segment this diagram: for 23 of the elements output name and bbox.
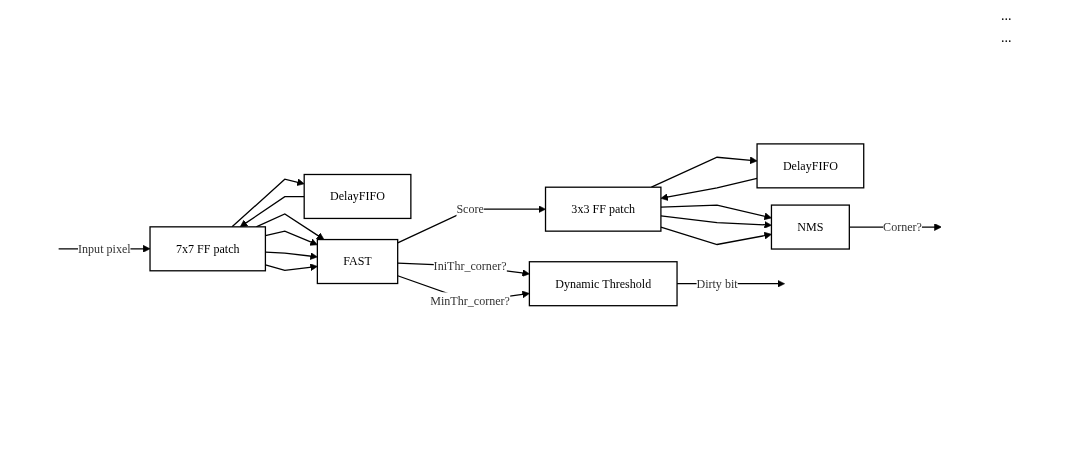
ellipsis-label: ... xyxy=(1001,8,1013,24)
arrow xyxy=(660,215,772,229)
arrow xyxy=(231,178,305,228)
edge-label: Score xyxy=(456,203,484,216)
arrow xyxy=(660,226,772,246)
node-box: 7x7 FF patch xyxy=(149,226,267,272)
edge-label: MinThr_corner? xyxy=(430,295,510,309)
node-box: DelayFIFO xyxy=(756,143,865,189)
edge-label: Input pixel xyxy=(78,242,131,256)
node-box: DelayFIFO xyxy=(303,174,412,220)
arrow xyxy=(239,196,305,228)
arrow xyxy=(650,156,758,189)
node-box: 3x3 FF patch xyxy=(544,186,662,233)
arrow xyxy=(255,213,325,241)
edge-label: Dirty bit xyxy=(696,277,738,291)
ellipsis-label: ... xyxy=(1001,30,1013,46)
node-box: FAST xyxy=(316,239,399,285)
node-box: NMS xyxy=(770,204,850,250)
arrow xyxy=(660,204,772,221)
node-box: Dynamic Threshold xyxy=(528,261,678,307)
arrow xyxy=(660,178,758,202)
edge-label: Corner? xyxy=(883,220,922,234)
edge-label: IniThr_corner? xyxy=(433,259,507,273)
